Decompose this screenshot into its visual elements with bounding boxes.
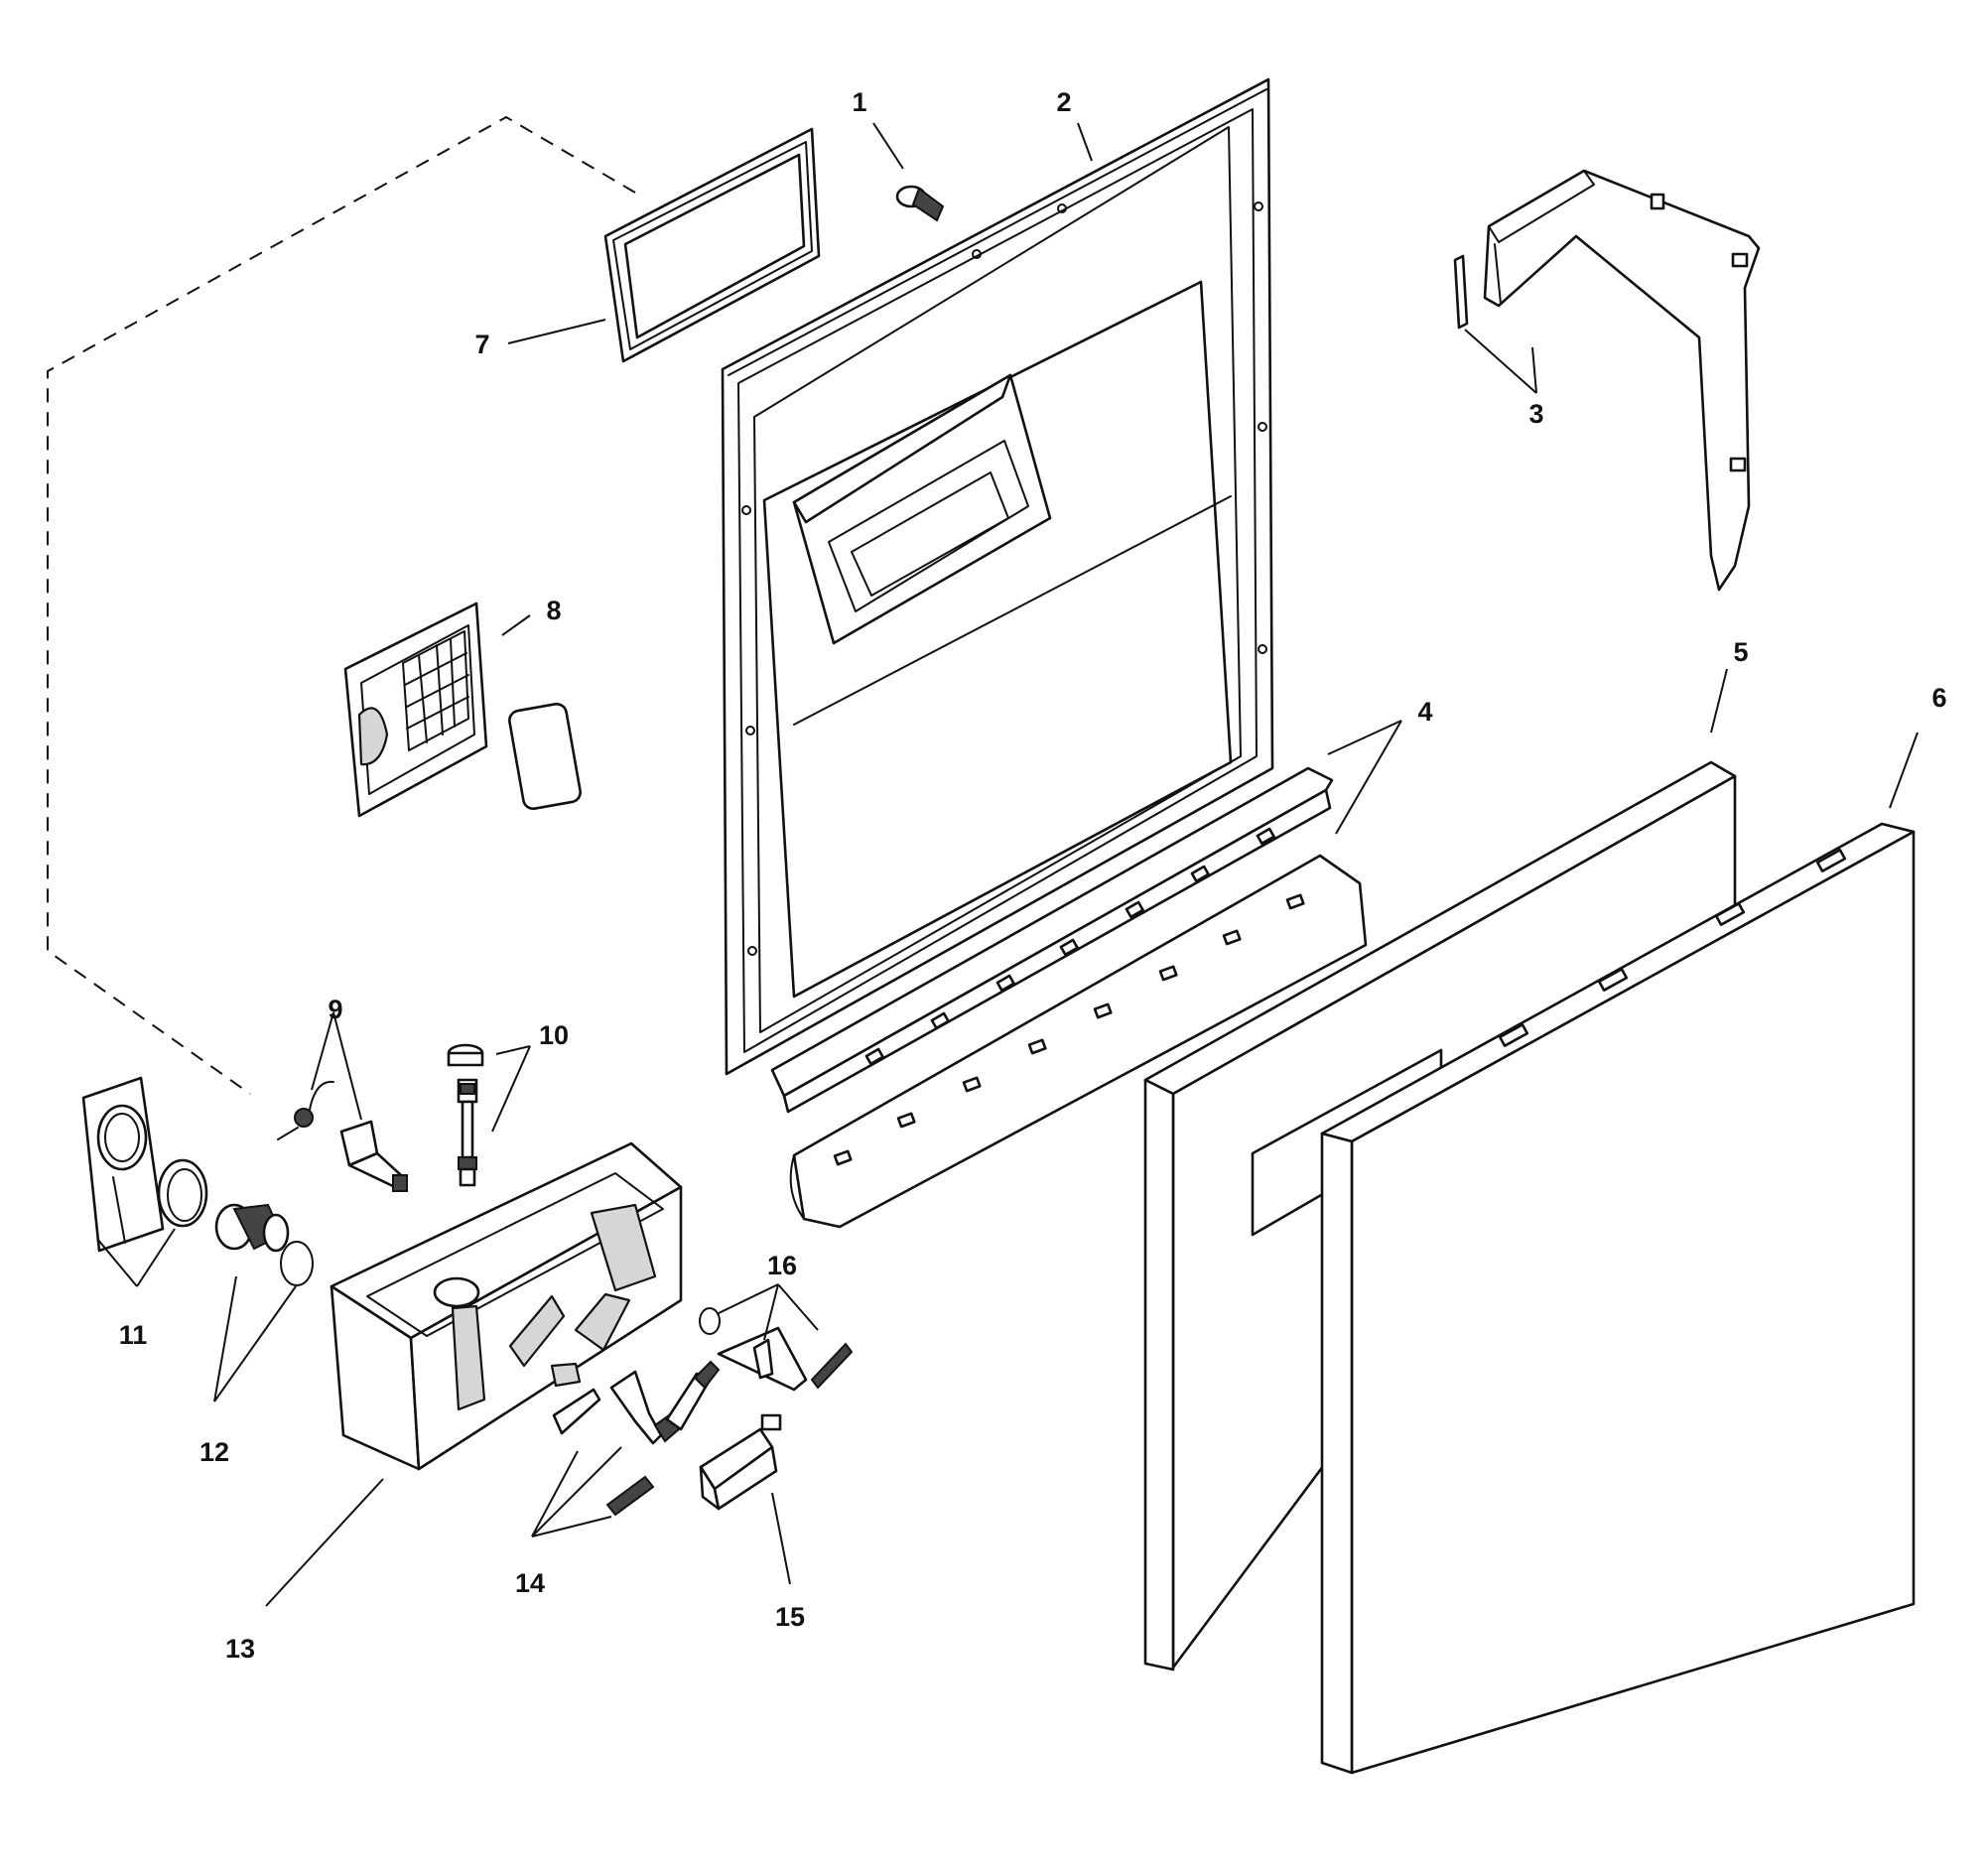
part-16-oring-lever-spring — [699, 1307, 854, 1392]
part-11-cover-housing — [81, 1076, 208, 1253]
callout-10: 10 — [539, 1020, 569, 1050]
part-2-inner-door-panel — [721, 77, 1274, 1076]
part-14-lever-spring — [552, 1360, 721, 1517]
part-9-spring-lever — [277, 1080, 408, 1192]
callout-14: 14 — [515, 1568, 545, 1598]
callout-7: 7 — [474, 330, 489, 359]
callout-4: 4 — [1417, 697, 1432, 727]
callout-15: 15 — [775, 1602, 805, 1632]
callout-12: 12 — [199, 1437, 229, 1467]
part-15-switch — [699, 1413, 782, 1511]
part-10-plunger — [447, 1043, 484, 1187]
callout-13: 13 — [225, 1634, 255, 1664]
callout-5: 5 — [1733, 637, 1748, 667]
callout-3: 3 — [1528, 399, 1543, 429]
part-6-door-front — [1320, 822, 1916, 1775]
callout-16: 16 — [767, 1251, 797, 1280]
callout-11: 11 — [119, 1320, 148, 1350]
callout-2: 2 — [1056, 87, 1071, 117]
callout-1: 1 — [852, 87, 866, 117]
part-12-cap-gasket — [214, 1203, 314, 1286]
part-3-side-trim — [1453, 169, 1761, 592]
dashed-group-outline — [47, 115, 636, 1095]
leader-lines — [96, 122, 1919, 1607]
callout-6: 6 — [1931, 683, 1946, 713]
part-8-latch-bracket — [343, 601, 582, 818]
callout-9: 9 — [328, 995, 342, 1024]
callout-labels: 1 2 3 4 5 6 7 8 9 10 11 12 13 14 15 16 — [119, 87, 1947, 1664]
part-7-seal-frame — [603, 127, 821, 363]
part-4-bottom-rail — [770, 766, 1368, 1229]
part-1-screw — [895, 185, 945, 222]
part-13-dispenser-housing — [330, 1141, 683, 1471]
callout-8: 8 — [546, 596, 561, 625]
